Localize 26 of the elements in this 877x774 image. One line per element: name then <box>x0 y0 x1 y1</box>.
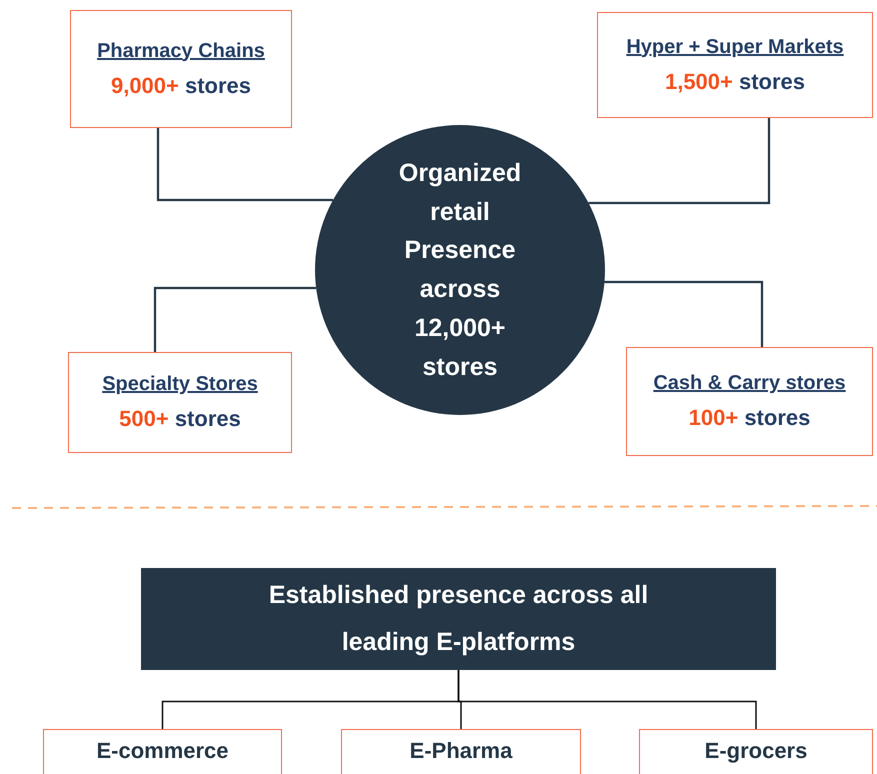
heading-text: Established presence across all leading E-platforms <box>268 580 650 658</box>
category-box <box>70 10 292 128</box>
connector-line <box>588 118 770 204</box>
category-title: Hyper + Super Markets <box>626 36 844 58</box>
heading-banner <box>141 568 776 670</box>
category-title: Pharmacy Chains <box>97 40 265 62</box>
connector-line <box>156 128 334 202</box>
store-count: 100+ stores <box>688 405 810 431</box>
category-box <box>597 12 873 118</box>
connector-line <box>458 670 757 729</box>
connector-line <box>154 286 316 352</box>
platform-box <box>341 729 581 774</box>
store-count: 1,500+ stores <box>664 68 806 94</box>
platform-label: E-grocers <box>704 738 808 764</box>
platform-box <box>43 729 282 774</box>
category-title: Specialty Stores <box>102 373 258 396</box>
category-box <box>626 347 873 456</box>
category-title: Cash & Carry stores <box>653 372 846 395</box>
store-count: 500+ stores <box>119 406 241 432</box>
connector-line <box>604 280 764 347</box>
heading-text: Organized retail Presence across 12,000+ stores <box>398 158 522 382</box>
store-count: 9,000+ stores <box>110 72 252 98</box>
platform-label: E-commerce <box>96 738 229 764</box>
platform-label: E-Pharma <box>410 738 512 764</box>
platform-box <box>639 729 873 774</box>
category-box <box>68 352 292 453</box>
